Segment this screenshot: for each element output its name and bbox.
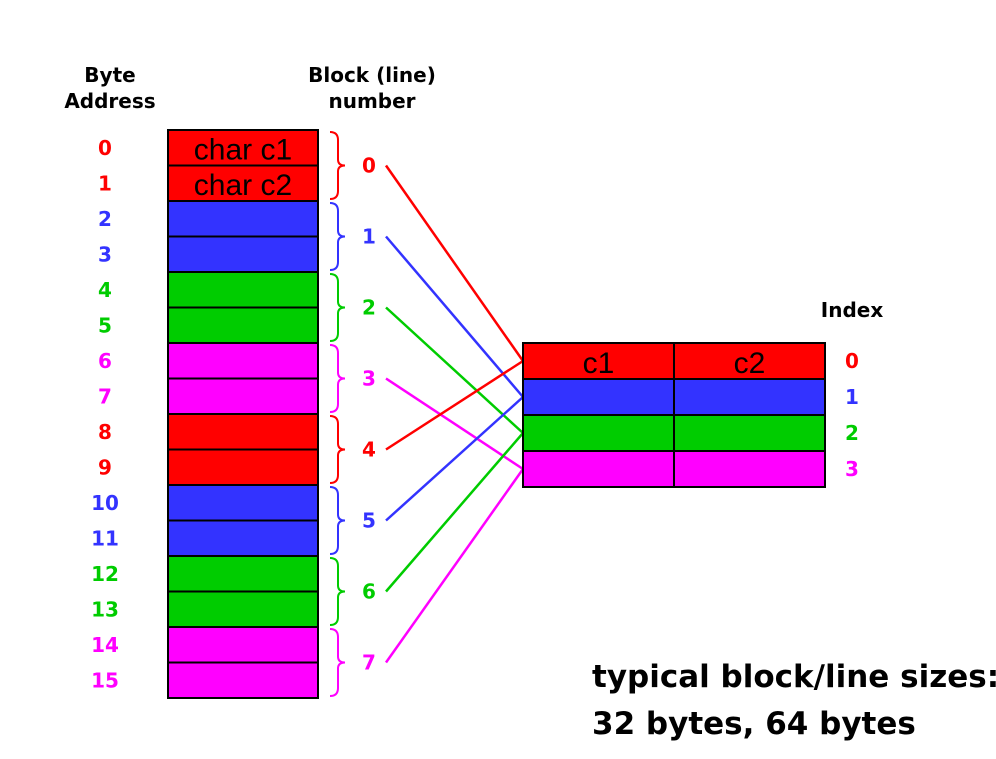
- block-number-label: 1: [362, 225, 376, 249]
- memory-cell: [167, 590, 319, 628]
- block-brace: [329, 628, 346, 697]
- cache-cell: [673, 414, 826, 452]
- byte-address-label: 4: [98, 278, 112, 302]
- block-brace: [329, 415, 346, 484]
- cache-table: c1 c2: [522, 342, 826, 488]
- block-number-header-line1: Block (line): [308, 63, 436, 87]
- memory-cell: [167, 555, 319, 593]
- byte-address-label: 0: [98, 136, 112, 160]
- memory-cell: [167, 626, 319, 664]
- block-brace: [329, 486, 346, 555]
- block-number-label: 0: [362, 154, 376, 178]
- mapping-line: [385, 377, 524, 471]
- memory-cell: [167, 448, 319, 486]
- memory-cell: [167, 661, 319, 699]
- cache-cell: [522, 378, 675, 416]
- byte-address-label: 15: [91, 668, 119, 692]
- cache-cell: [673, 450, 826, 488]
- byte-address-label: 12: [91, 562, 119, 586]
- byte-address-label: 8: [98, 420, 112, 444]
- block-number-labels: 0 1 2 3 4 5 6 7: [362, 154, 376, 675]
- mapping-line: [384, 164, 525, 362]
- byte-address-label: 7: [98, 384, 112, 408]
- mapping-line: [385, 359, 524, 451]
- block-number-label: 6: [362, 580, 376, 604]
- block-brace: [329, 131, 346, 200]
- memory-cell: [167, 200, 319, 238]
- block-brace: [329, 344, 346, 413]
- memory-cell-label: char c1: [194, 134, 292, 167]
- block-braces: [329, 131, 346, 697]
- cache-index-label: 3: [845, 457, 859, 481]
- memory-cell: [167, 306, 319, 344]
- memory-cell-label: char c2: [194, 169, 292, 202]
- byte-address-label: 13: [91, 597, 119, 621]
- block-brace: [329, 557, 346, 626]
- mapping-lines: [384, 164, 525, 664]
- memory-cell: [167, 377, 319, 415]
- cache-cell: [522, 450, 675, 488]
- byte-address-label: 1: [98, 171, 112, 195]
- memory-cell: [167, 519, 319, 557]
- cache-index-label: 1: [845, 385, 859, 409]
- byte-address-header-line1: Byte: [84, 63, 135, 87]
- block-number-label: 4: [362, 438, 376, 462]
- block-number-label: 3: [362, 367, 376, 391]
- block-size-note-line1: typical block/line sizes:: [592, 659, 996, 695]
- byte-address-label: 11: [91, 526, 119, 550]
- memory-cell: [167, 413, 319, 451]
- memory-cell: [167, 484, 319, 522]
- cache-cell-label: c2: [734, 347, 766, 380]
- mapping-line: [384, 468, 525, 664]
- block-number-label: 7: [362, 651, 376, 675]
- block-size-note-line2: 32 bytes, 64 bytes: [592, 706, 916, 742]
- block-number-label: 2: [362, 296, 376, 320]
- byte-address-label: 2: [98, 207, 112, 231]
- block-number-label: 5: [362, 509, 376, 533]
- block-number-header-line2: number: [328, 89, 415, 113]
- byte-address-label: 5: [98, 313, 112, 337]
- cache-cell: [522, 342, 675, 380]
- cache-index-label: 0: [845, 349, 859, 373]
- memory-cell: [167, 129, 319, 167]
- cache-cell: [522, 414, 675, 452]
- byte-address-label: 14: [91, 633, 119, 657]
- byte-address-label: 6: [98, 349, 112, 373]
- cache-index-label: 2: [845, 421, 859, 445]
- block-brace: [329, 202, 346, 271]
- cache-cell-label: c1: [583, 347, 615, 380]
- index-header: Index: [821, 298, 884, 322]
- mapping-line: [385, 432, 524, 593]
- byte-address-header-line2: Address: [64, 89, 155, 113]
- byte-address-label: 10: [91, 491, 119, 515]
- byte-address-label: 9: [98, 455, 112, 479]
- cache-index-labels: 0 1 2 3: [845, 349, 859, 481]
- mapping-line: [385, 306, 524, 434]
- memory-cell: [167, 342, 319, 380]
- block-brace: [329, 273, 346, 342]
- mapping-line: [385, 396, 524, 522]
- cache-cell: [673, 378, 826, 416]
- mapping-line: [385, 235, 524, 398]
- byte-address-label: 3: [98, 242, 112, 266]
- memory-cell: [167, 235, 319, 273]
- memory-cell: [167, 271, 319, 309]
